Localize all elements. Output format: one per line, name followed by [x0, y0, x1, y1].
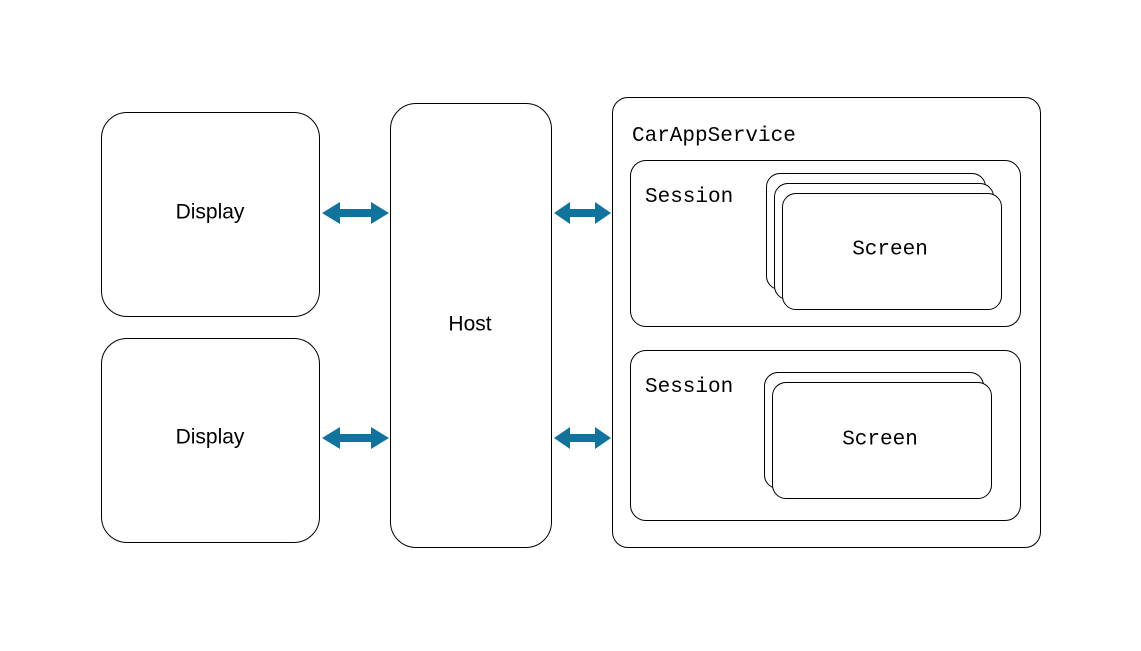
bidirectional-arrow-icon	[322, 427, 389, 449]
node-display-top-label: Display	[175, 200, 245, 224]
node-host-label: Host	[448, 312, 492, 336]
node-host[interactable]	[390, 103, 552, 548]
arrow-host-to-service-bottom[interactable]	[553, 426, 612, 450]
node-session-top-label: Session	[645, 186, 734, 209]
node-screen-top-card-front[interactable]	[782, 193, 1002, 310]
node-screen-bottom-card-front[interactable]	[772, 382, 992, 499]
node-session-bottom-label: Session	[645, 376, 734, 399]
node-display-top[interactable]	[101, 112, 320, 317]
arrow-display-bottom-to-host[interactable]	[321, 426, 390, 450]
bidirectional-arrow-icon	[322, 202, 389, 224]
arrow-host-to-service-top[interactable]	[553, 201, 612, 225]
arrow-display-top-to-host[interactable]	[321, 201, 390, 225]
node-screen-bottom-label: Screen	[842, 428, 918, 452]
node-car-app-service-label: CarAppService	[632, 125, 796, 148]
node-screen-top-label: Screen	[852, 238, 928, 262]
node-display-bottom-label: Display	[175, 425, 245, 449]
bidirectional-arrow-icon	[554, 427, 611, 449]
node-display-bottom[interactable]	[101, 338, 320, 543]
bidirectional-arrow-icon	[554, 202, 611, 224]
